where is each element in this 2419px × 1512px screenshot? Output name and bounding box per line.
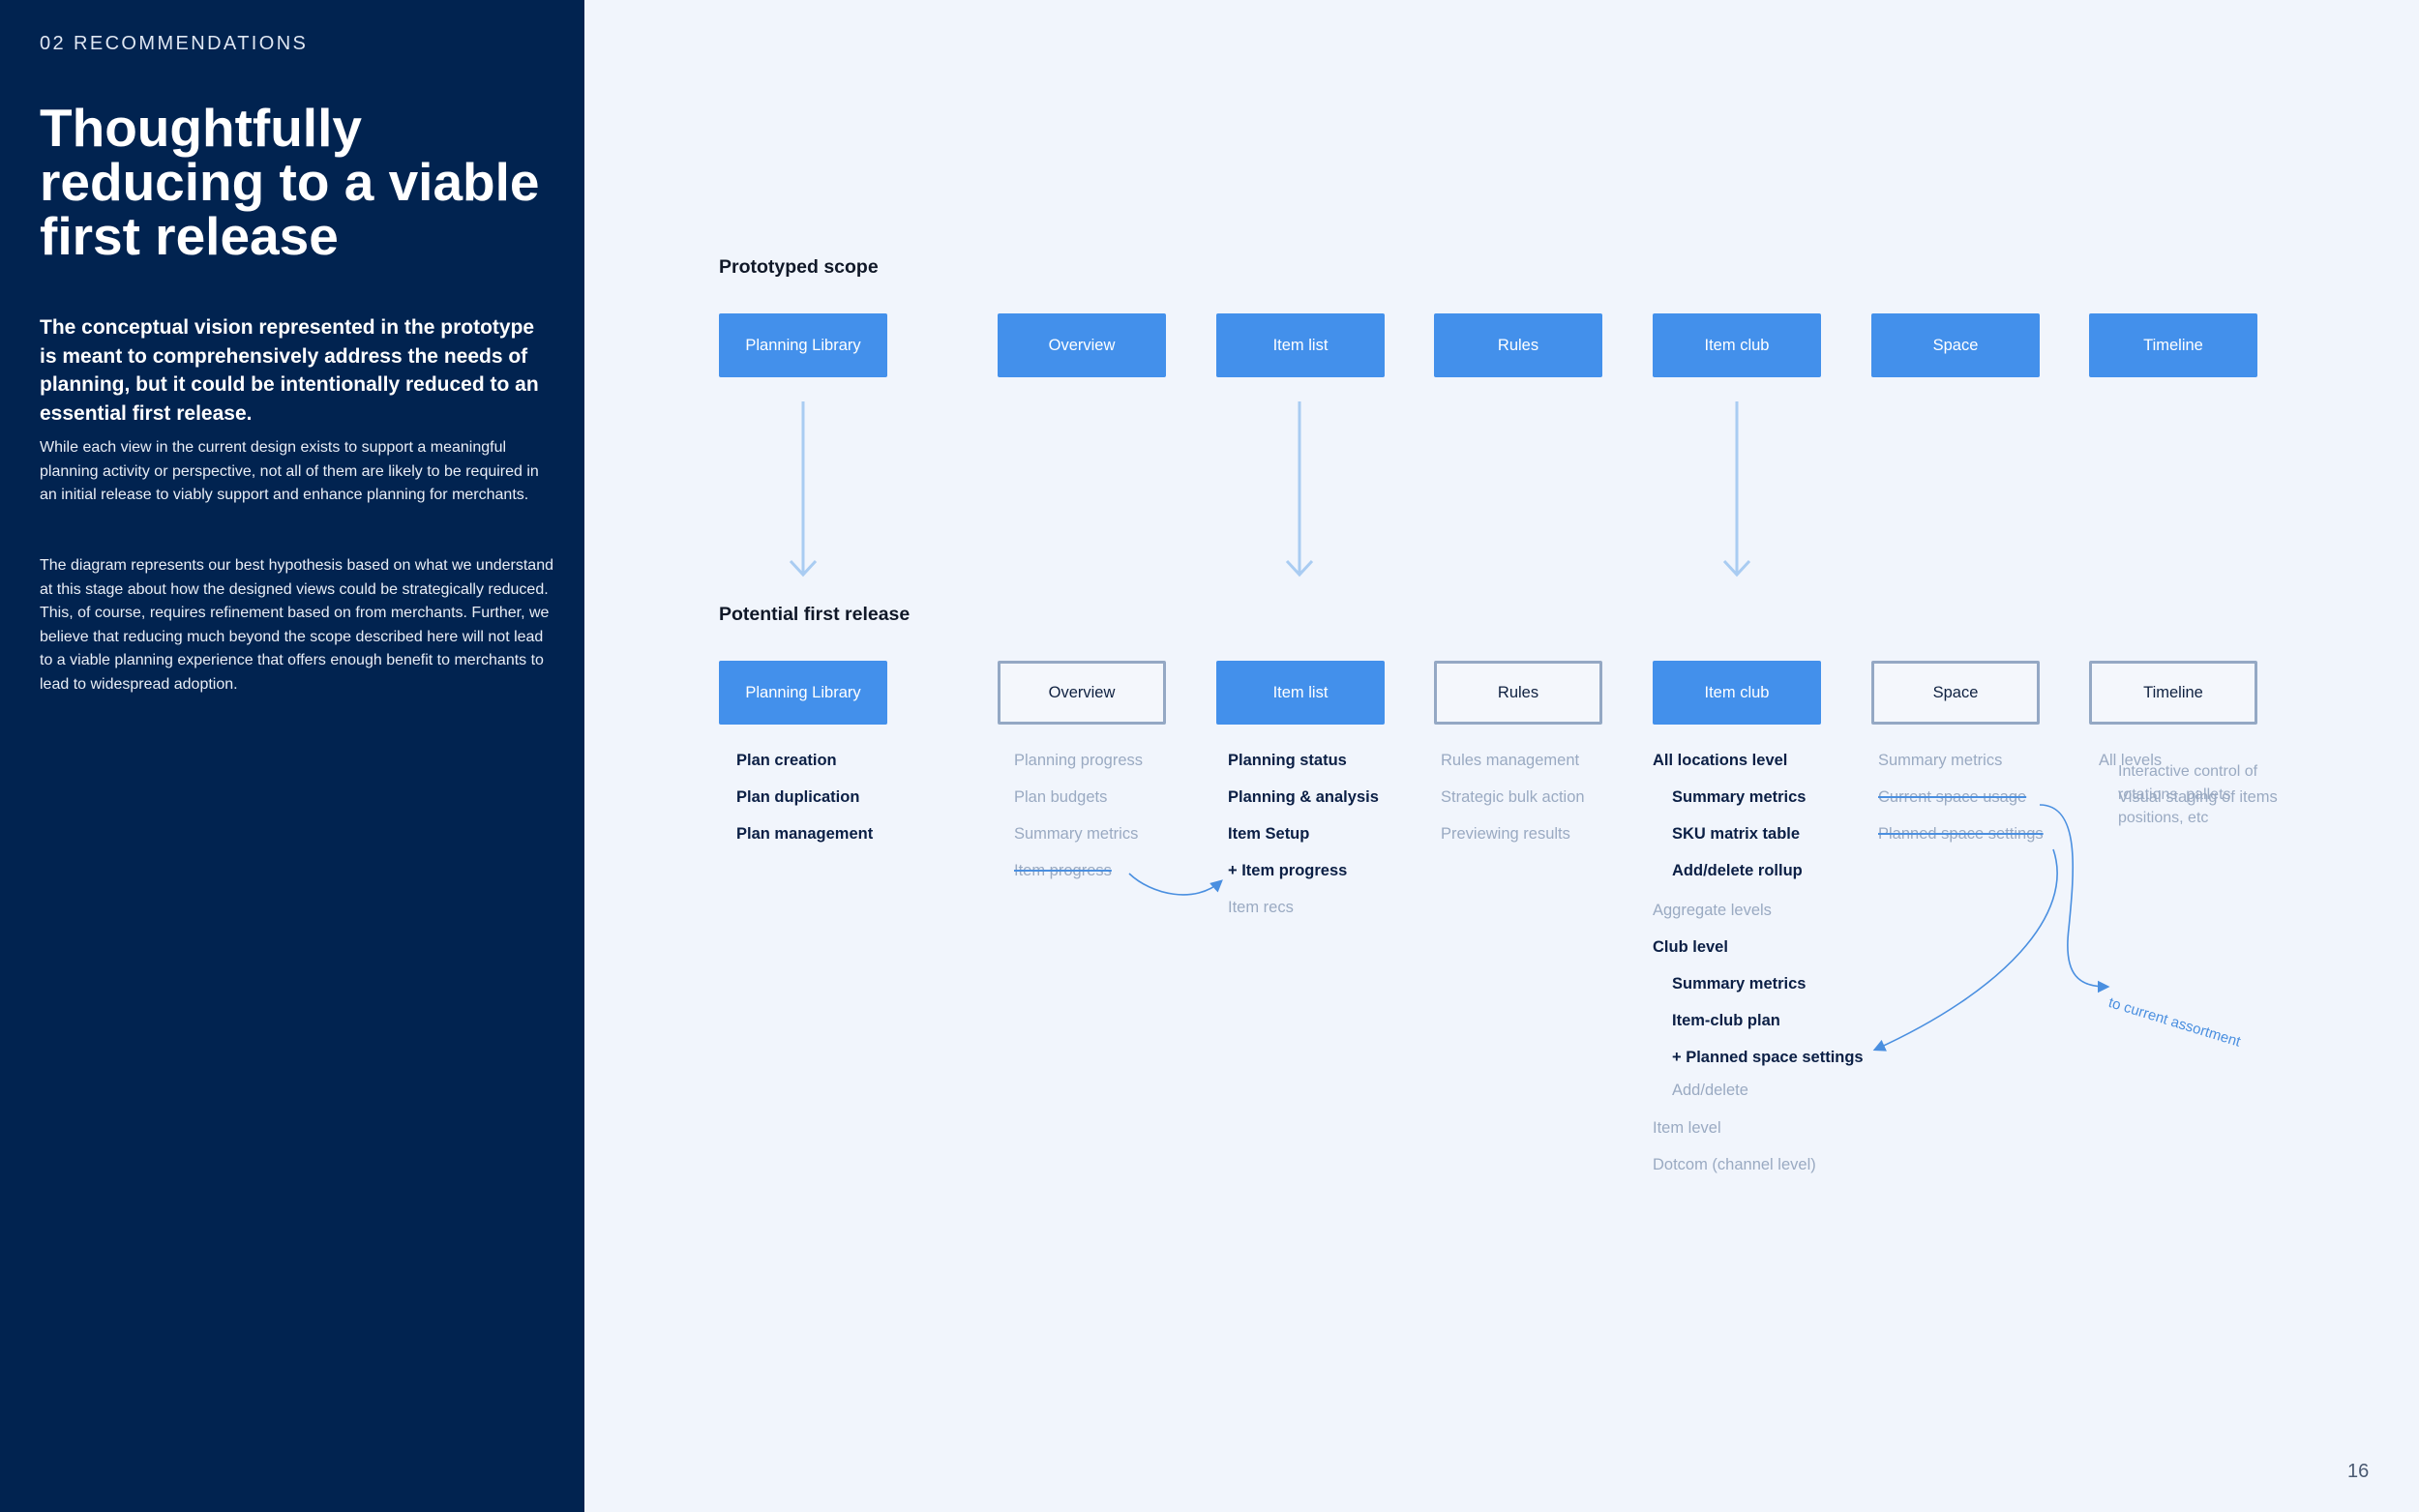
proto-node-item-list: Item list [1216, 313, 1385, 377]
down-arrow-planning-library [789, 401, 818, 578]
planning-library-item: Plan duplication [736, 788, 860, 806]
first-release-label: Potential first release [719, 604, 911, 625]
planning-library-item: Plan creation [736, 752, 837, 769]
item-club-subitem: Add/delete rollup [1672, 862, 1803, 879]
space-item: Summary metrics [1878, 752, 2003, 769]
release-node-overview: Overview [998, 661, 1166, 725]
item-club-subitem: Item-club plan [1672, 1012, 1780, 1029]
proto-node-space: Space [1871, 313, 2040, 377]
section-eyebrow: 02 RECOMMENDATIONS [40, 33, 309, 54]
item-club-item: Aggregate levels [1653, 902, 1772, 919]
proto-node-rules: Rules [1434, 313, 1602, 377]
space-item-struck: Current space usage [1878, 788, 2027, 806]
timeline-item: All levels [2099, 752, 2163, 769]
current-space-usage-move-arrow [2039, 804, 2110, 993]
item-list-item: Planning status [1228, 752, 1347, 769]
overview-item: Plan budgets [1014, 788, 1108, 806]
planning-library-item: Plan management [736, 825, 874, 843]
overview-item-struck: Item progress [1014, 862, 1112, 879]
rules-item: Strategic bulk action [1441, 788, 1585, 806]
release-node-item-club: Item club [1653, 661, 1821, 725]
item-club-item: Dotcom (channel level) [1653, 1156, 1816, 1173]
item-list-item: + Item progress [1228, 862, 1348, 879]
rules-item: Previewing results [1441, 825, 1570, 843]
proto-node-overview: Overview [998, 313, 1166, 377]
rules-item: Rules management [1441, 752, 1580, 769]
item-club-subitem: + Planned space settings [1672, 1049, 1864, 1066]
item-club-subitem: Add/delete [1672, 1082, 1748, 1099]
item-list-item: Item recs [1228, 899, 1294, 916]
space-item-struck: Planned space settings [1878, 825, 2044, 843]
timeline-note: Interactive control of rotations, pallet… [2118, 763, 2258, 826]
down-arrow-item-list [1285, 401, 1314, 578]
release-node-rules: Rules [1434, 661, 1602, 725]
overview-item: Planning progress [1014, 752, 1143, 769]
planned-space-settings-move-arrow [1872, 848, 2058, 1052]
item-club-subitem: SKU matrix table [1672, 825, 1801, 843]
proto-node-planning-library: Planning Library [719, 313, 887, 377]
body-paragraph-2: The diagram represents our best hypothes… [40, 557, 553, 693]
prototyped-scope-label: Prototyped scope [719, 256, 879, 278]
item-club-item: Club level [1653, 938, 1728, 956]
timeline-subitem: Visual staging of items [2118, 788, 2278, 806]
item-club-item: Item level [1653, 1119, 1721, 1137]
proto-node-timeline: Timeline [2089, 313, 2257, 377]
sidebar-panel: 02 RECOMMENDATIONS Thoughtfully reducing… [0, 0, 584, 1512]
release-node-item-list: Item list [1216, 661, 1385, 725]
release-node-space: Space [1871, 661, 2040, 725]
body-paragraph-1: While each view in the current design ex… [40, 439, 539, 503]
item-club-subitem: Summary metrics [1672, 975, 1807, 993]
item-club-subitem: Summary metrics [1672, 788, 1807, 806]
page-number: 16 [2347, 1461, 2370, 1482]
down-arrow-item-club [1722, 401, 1751, 578]
item-club-item: All locations level [1653, 752, 1788, 769]
item-list-item: Planning & analysis [1228, 788, 1379, 806]
lead-paragraph: The conceptual vision represented in the… [40, 316, 539, 425]
page-title: Thoughtfully reducing to a viable first … [40, 98, 540, 266]
item-list-item: Item Setup [1228, 825, 1310, 843]
release-node-planning-library: Planning Library [719, 661, 887, 725]
release-node-timeline: Timeline [2089, 661, 2257, 725]
item-progress-move-arrow [1128, 873, 1223, 896]
overview-item: Summary metrics [1014, 825, 1139, 843]
proto-node-item-club: Item club [1653, 313, 1821, 377]
